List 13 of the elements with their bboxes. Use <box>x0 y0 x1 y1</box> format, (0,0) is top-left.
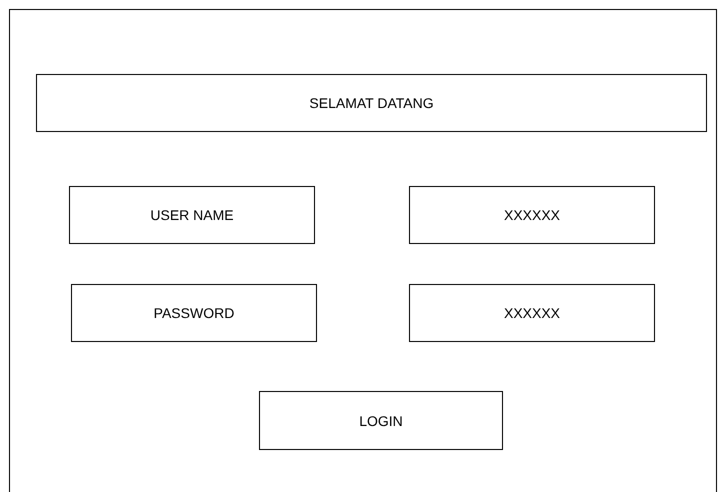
box-text: PASSWORD <box>154 305 234 321</box>
box-text: SELAMAT DATANG <box>309 95 434 111</box>
box-text: XXXXXX <box>504 207 560 223</box>
input-field <box>409 284 655 342</box>
header-box <box>36 74 707 132</box>
label-box <box>69 186 315 244</box>
box-text: LOGIN <box>359 412 403 428</box>
screen-frame <box>9 9 717 492</box>
box-text: XXXXXX <box>504 305 560 321</box>
label-box <box>71 284 317 342</box>
box-text: USER NAME <box>150 207 234 223</box>
login-button <box>259 391 503 450</box>
input-field <box>409 186 655 244</box>
